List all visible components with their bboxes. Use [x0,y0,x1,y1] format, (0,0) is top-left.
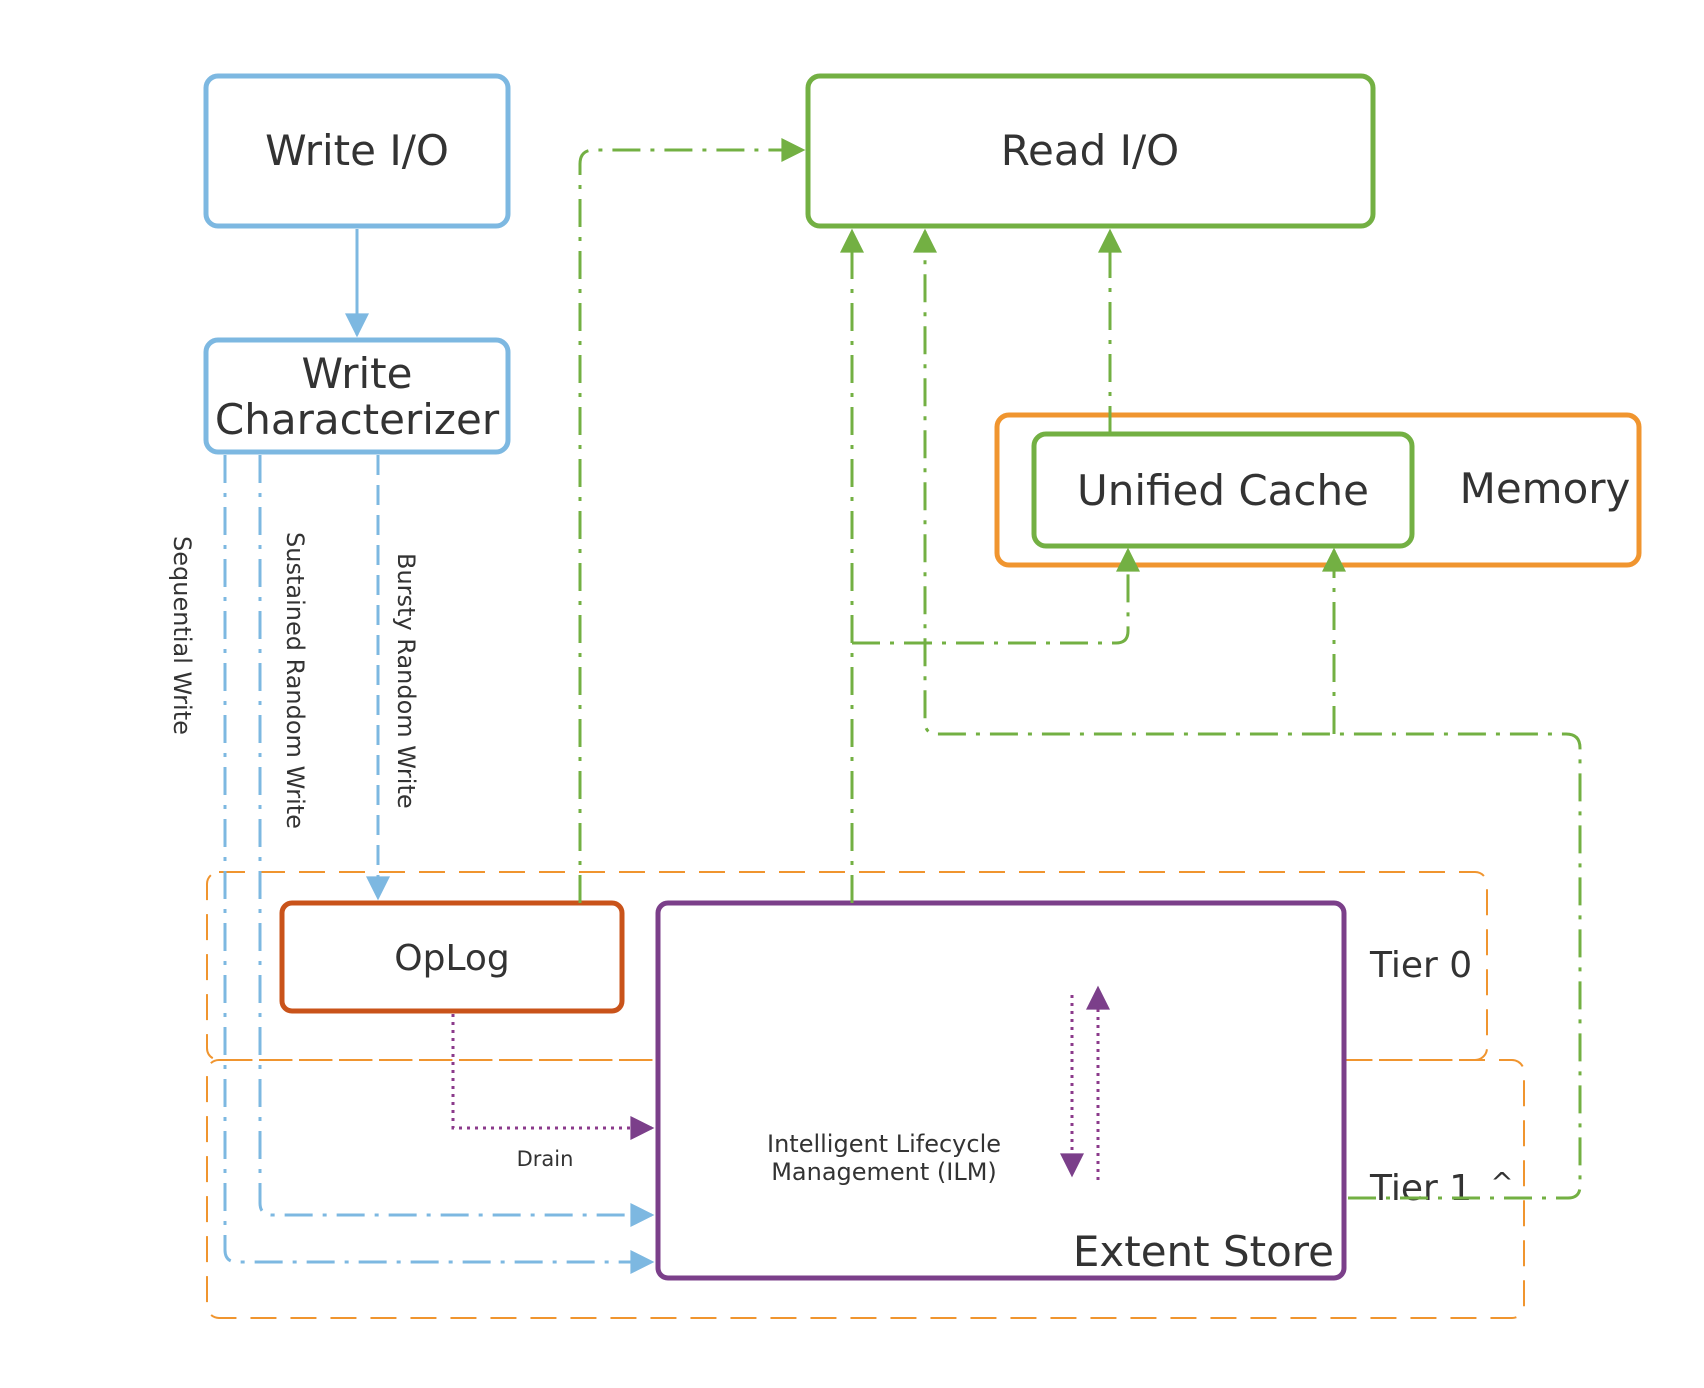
extent-store-to-unified-cache-edge [852,547,1140,645]
tier1-caret: ^ [1490,1166,1513,1199]
write-io-label: Write I/O [265,126,449,175]
extent-store-label: Extent Store [1073,1227,1334,1276]
write-characterizer-node: Write Characterizer [203,337,511,455]
sustained-random-write-edge [258,455,655,1227]
read-io-node: Read I/O [805,73,1376,229]
tier1-label: Tier 1 [1369,1168,1472,1209]
sequential-write-label: Sequential Write [168,536,196,735]
drain-label: Drain [517,1147,574,1171]
write-characterizer-label-line2: Characterizer [215,395,500,444]
oplog-node: OpLog [279,900,625,1014]
tier1-to-read-io-edge [913,228,1582,1200]
write-io-node: Write I/O [203,73,511,229]
ilm-label-line2: Management (ILM) [771,1158,997,1186]
drain-edge [451,1014,655,1140]
ilm-label-line1: Intelligent Lifecycle [767,1130,1001,1158]
read-io-label: Read I/O [1001,126,1179,175]
memory-label: Memory [1460,464,1631,513]
oplog-label: OpLog [394,938,510,979]
write-characterizer-label-line1: Write [302,349,413,398]
oplog-to-read-io-edge [578,138,806,903]
tier0-label: Tier 0 [1369,945,1472,986]
sustained-random-write-label: Sustained Random Write [281,532,309,829]
bursty-random-write-label: Bursty Random Write [392,553,420,809]
extent-store-node: Extent Store Intelligent Lifecycle Manag… [655,900,1347,1281]
unified-cache-label: Unified Cache [1077,466,1369,515]
sequential-write-edge [223,455,655,1274]
unified-cache-node: Unified Cache [1031,431,1415,549]
